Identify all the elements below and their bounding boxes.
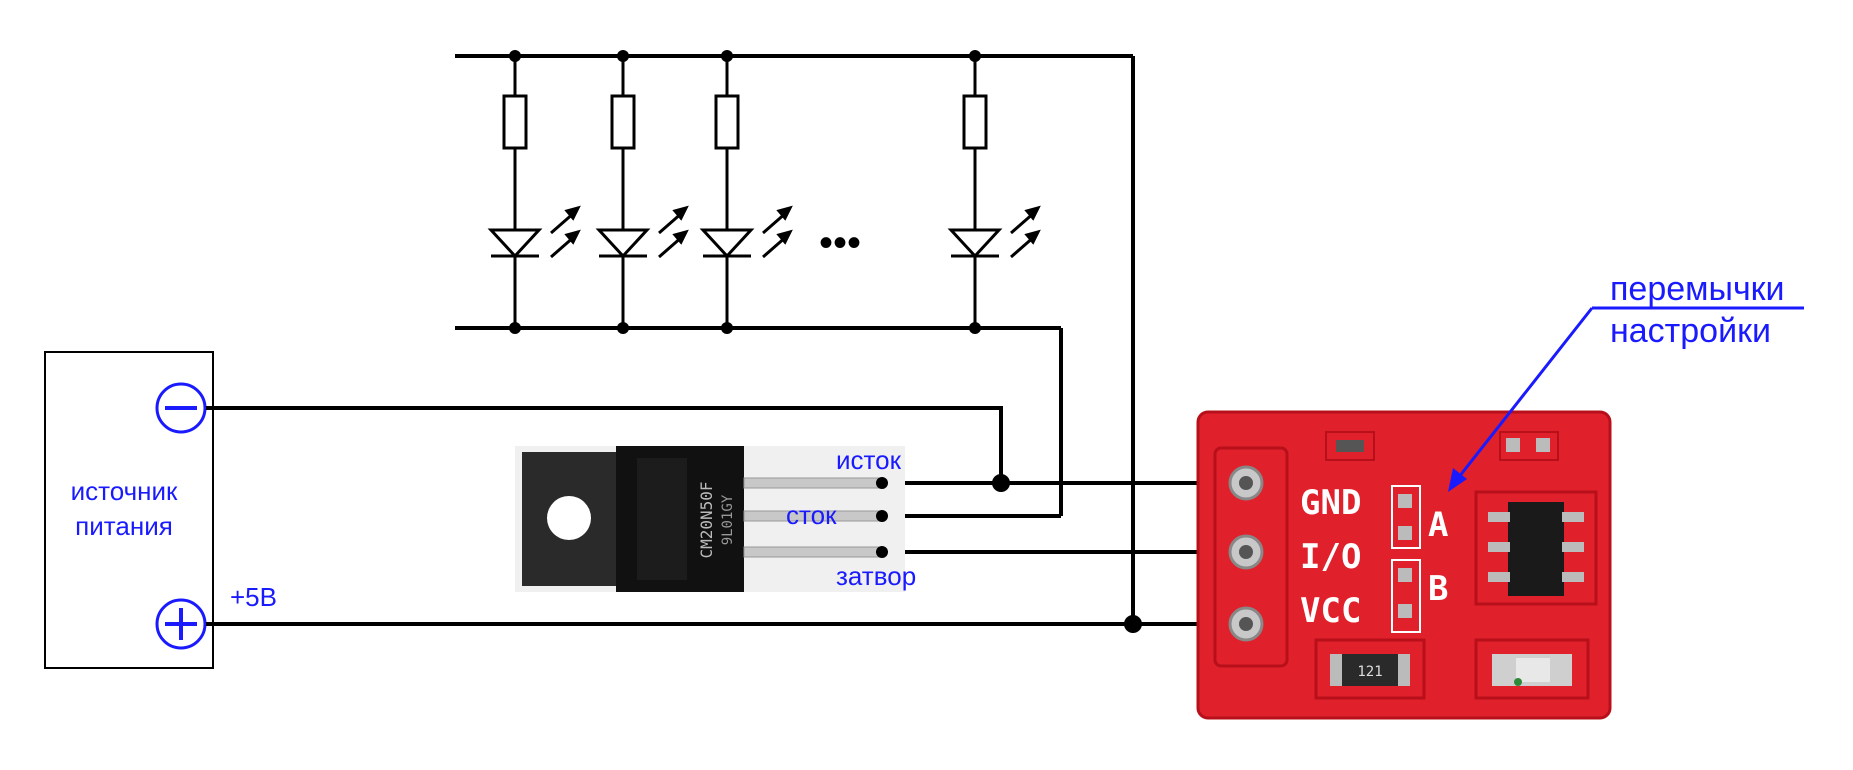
led-diode: [699, 228, 755, 259]
pin-label-io: I/O: [1300, 537, 1361, 577]
led-branch-4: [947, 50, 1041, 334]
jumper-annotation: перемычки настройки: [1448, 270, 1804, 492]
source-pin-label: исток: [836, 445, 902, 475]
resistor: [962, 94, 988, 150]
smd-led: [1474, 638, 1590, 700]
wires: [206, 406, 1242, 626]
led-branch-2: [595, 50, 689, 334]
mosfet-lead-gate: [743, 546, 885, 558]
resistor: [610, 94, 636, 150]
annotation-arrow: [1453, 307, 1594, 483]
annotation-line-1: перемычки: [1610, 270, 1785, 308]
mosfet-lead-source: [743, 477, 885, 489]
touch-sensor-board: GND I/O VCC A B: [1196, 410, 1612, 720]
led-ellipsis: •••: [819, 221, 861, 265]
mosfet-mount-hole: [547, 496, 591, 540]
mosfet-marking-2: 9L01GY: [720, 494, 736, 545]
gate-pin-label: затвор: [836, 561, 916, 591]
mosfet: CM20N50F 9L01GY исток сток затвор: [515, 445, 916, 592]
drain-pin-label: сток: [786, 500, 837, 530]
vcc-junction: [1124, 615, 1142, 633]
led-diode: [595, 228, 651, 259]
pcb-pads: [1228, 465, 1264, 642]
led-branch-1: [487, 50, 581, 334]
power-supply-label-2: питания: [75, 511, 173, 541]
power-supply: источник питания +5В: [44, 351, 277, 669]
led-diode: [947, 228, 1003, 259]
pin-label-vcc: VCC: [1300, 591, 1361, 631]
annotation-arrowhead: [1448, 468, 1467, 492]
jumper-b: [1391, 559, 1421, 633]
jumper-a: [1391, 485, 1421, 549]
ic-chip: [1474, 490, 1598, 606]
annotation-line-2: настройки: [1610, 312, 1771, 350]
led-diode: [487, 228, 543, 259]
gnd-wire: [206, 406, 1003, 483]
pin-label-gnd: GND: [1300, 483, 1361, 523]
resistor-code: 121: [1357, 664, 1382, 680]
jumper-label-b: B: [1428, 569, 1448, 609]
gnd-junction: [992, 474, 1010, 492]
led-branch-3: [699, 50, 793, 334]
plus-voltage-label: +5В: [230, 582, 277, 612]
mosfet-marking-1: CM20N50F: [697, 481, 716, 558]
power-supply-label-1: источник: [71, 476, 178, 506]
resistor: [714, 94, 740, 150]
jumper-label-a: A: [1428, 505, 1448, 545]
top-smd-components: [1325, 431, 1559, 461]
resistor: [502, 94, 528, 150]
smd-resistor: 121: [1314, 638, 1426, 700]
